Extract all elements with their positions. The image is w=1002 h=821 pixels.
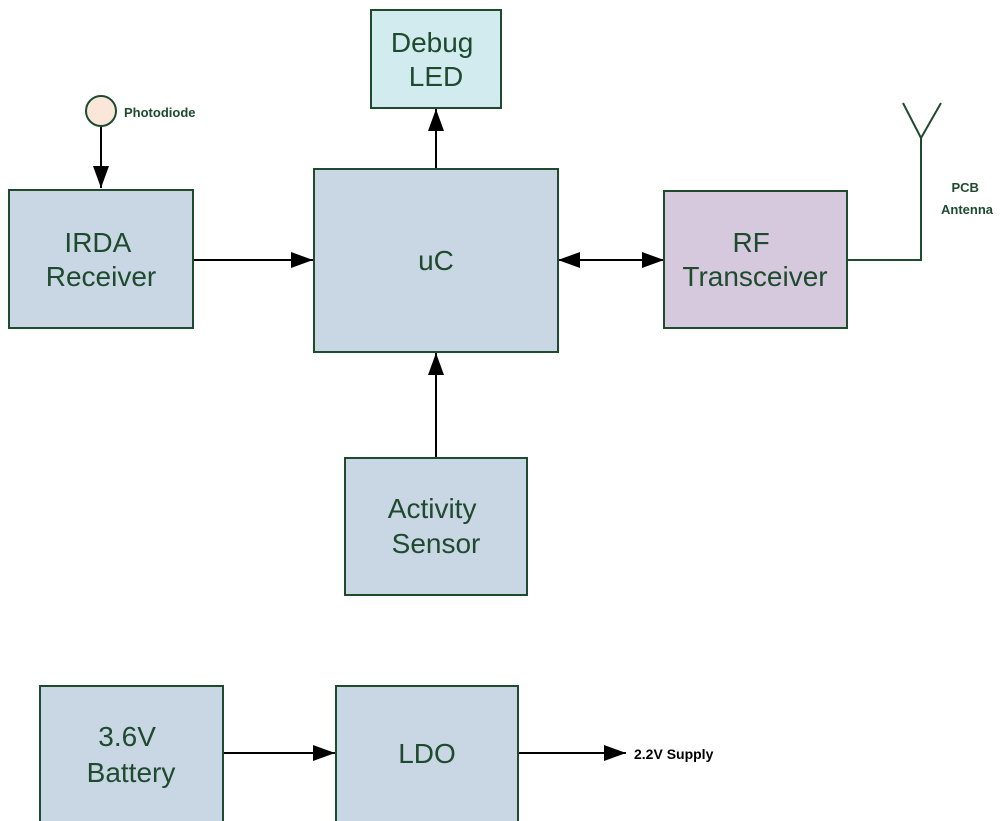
antenna-label-line-2: Antenna bbox=[941, 202, 994, 217]
antenna bbox=[847, 102, 942, 261]
battery-label-line-2: Battery bbox=[87, 757, 176, 788]
rf-label-line-2: Transceiver bbox=[682, 261, 827, 292]
battery-label-line-1: 3.6V bbox=[98, 721, 156, 752]
activity-sensor-block: Activity Sensor bbox=[344, 457, 528, 596]
debug-led-label-line-2: LED bbox=[409, 61, 463, 92]
svg-text:Activity Sensor: Activity Sensor bbox=[388, 493, 484, 559]
debug-led-block: Debug LED bbox=[370, 9, 502, 109]
antenna-label-line-1: PCB bbox=[951, 180, 978, 195]
ldo-block: LDO bbox=[335, 685, 519, 821]
supply-label: 2.2V Supply bbox=[634, 746, 714, 762]
irda-label-line-1: IRDA bbox=[64, 227, 131, 258]
ldo-label: LDO bbox=[398, 738, 456, 769]
antenna-label: PCB Antenna bbox=[941, 180, 994, 217]
svg-text:RF Transceiver: RF Transceiver bbox=[682, 227, 827, 292]
svg-text:Debug LED: Debug LED bbox=[391, 27, 481, 92]
activity-label-line-1: Activity bbox=[388, 493, 477, 524]
activity-label-line-2: Sensor bbox=[392, 528, 481, 559]
irda-receiver-block: IRDA Receiver bbox=[8, 189, 194, 329]
rf-transceiver-block: RF Transceiver bbox=[663, 190, 848, 329]
connectors bbox=[93, 109, 664, 761]
antenna-icon bbox=[902, 102, 942, 141]
uc-block: uC bbox=[313, 168, 559, 353]
antenna-feed-line bbox=[847, 138, 922, 261]
svg-text:LDO: LDO bbox=[398, 738, 456, 769]
svg-text:uC: uC bbox=[418, 245, 454, 276]
svg-text:IRDA Receiver: IRDA Receiver bbox=[46, 227, 156, 292]
uc-label: uC bbox=[418, 245, 454, 276]
rf-label-line-1: RF bbox=[732, 227, 769, 258]
photodiode-label: Photodiode bbox=[124, 105, 196, 120]
battery-block: 3.6V Battery bbox=[39, 685, 224, 821]
photodiode-icon bbox=[85, 95, 117, 127]
debug-led-label-line-1: Debug bbox=[391, 27, 474, 58]
irda-label-line-2: Receiver bbox=[46, 261, 156, 292]
svg-text:3.6V Battery: 3.6V Battery bbox=[87, 721, 176, 788]
